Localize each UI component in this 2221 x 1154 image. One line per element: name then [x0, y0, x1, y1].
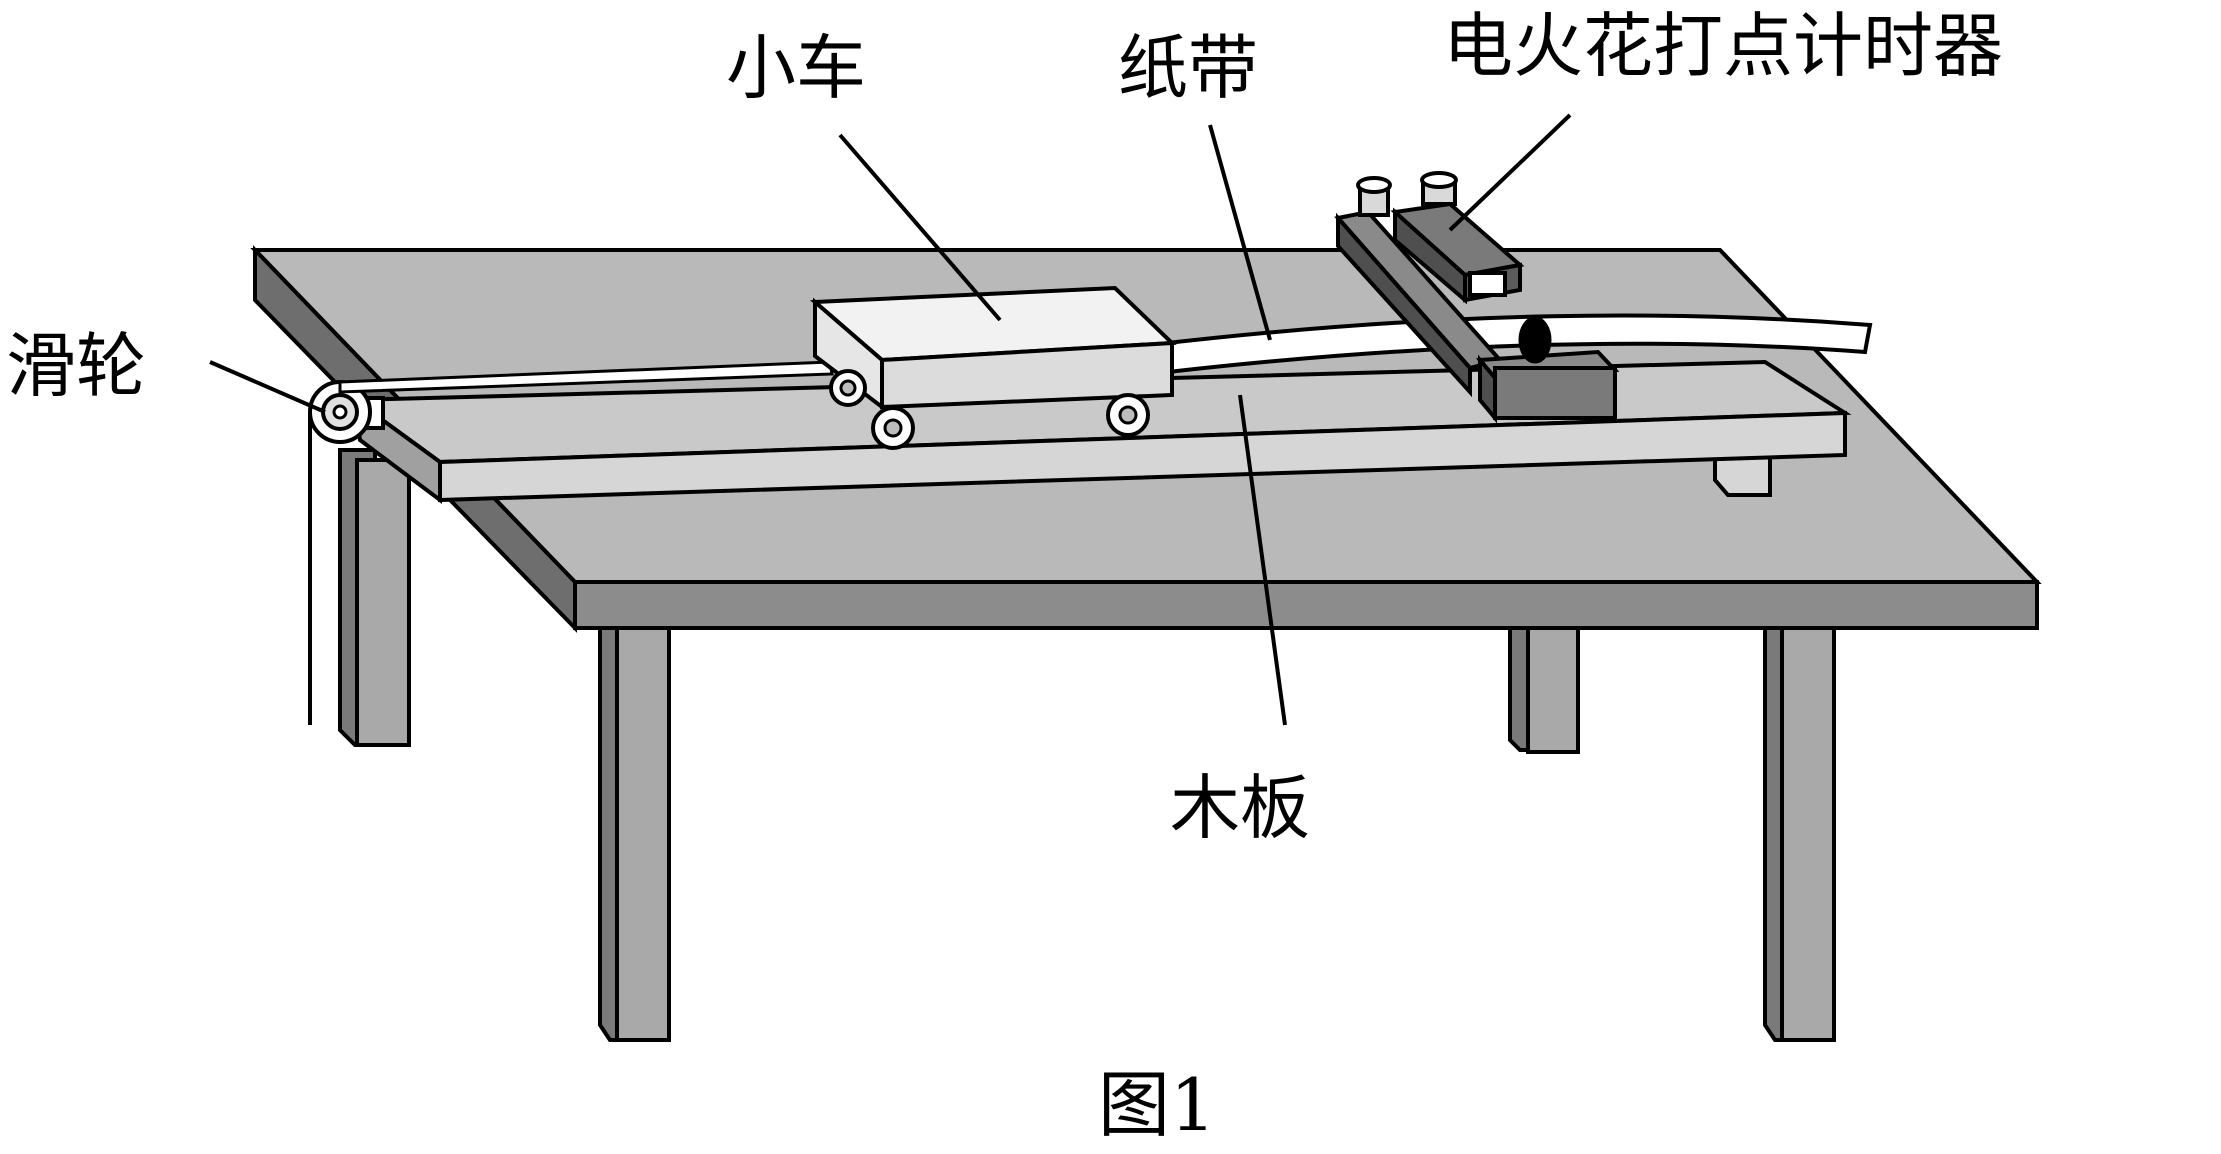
timer-connector	[1468, 271, 1507, 297]
label-pulley: 滑轮	[6, 325, 146, 407]
leader-tape	[1208, 124, 1272, 341]
leader-cart	[838, 133, 1002, 322]
table-leg-front-left	[598, 626, 671, 1042]
cart-wheel-front-left	[871, 406, 915, 450]
leader-pulley	[209, 360, 326, 414]
terminal-left	[1356, 176, 1392, 217]
label-cart: 小车	[726, 27, 866, 109]
table-leg-back-left	[338, 448, 411, 747]
table-leg-back-right	[1508, 618, 1580, 754]
pulley-axle	[332, 404, 348, 420]
cart	[809, 285, 1177, 450]
table-leg-front-right	[1763, 626, 1836, 1042]
label-board: 木板	[1170, 767, 1310, 849]
cart-front-side	[880, 340, 1174, 410]
table-front-edge	[573, 580, 2039, 630]
timer-rail-side	[1336, 212, 1472, 398]
leader-timer	[1448, 113, 1572, 232]
pulley	[308, 380, 385, 725]
leader-board	[1238, 394, 1287, 726]
string-to-pulley	[338, 360, 834, 394]
leader-lines	[209, 113, 1572, 726]
cart-wheel-front-right	[1106, 393, 1150, 437]
wooden-board	[349, 359, 1852, 504]
timer-mount-front	[1493, 366, 1617, 420]
timer-spark-disc	[1518, 316, 1552, 364]
figure-caption: 图1	[1098, 1063, 1216, 1147]
label-timer: 电火花打点计时器	[1443, 5, 2003, 87]
label-paper-tape: 纸带	[1118, 27, 1258, 109]
terminal-right	[1420, 171, 1458, 206]
cart-wheel-back	[829, 369, 867, 407]
spark-timer	[1334, 171, 1620, 424]
